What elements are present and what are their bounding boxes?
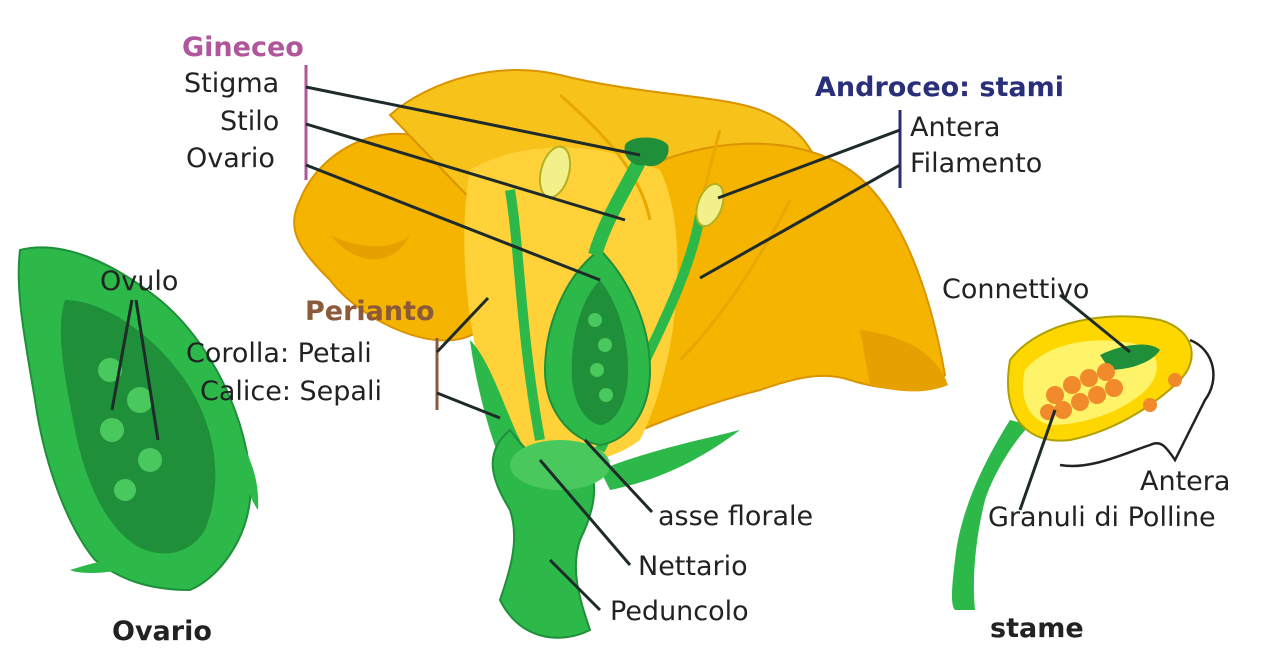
antera-label: Antera [910,112,1000,143]
androceo-title: Androceo: stami [815,72,1064,103]
nettario-label: Nettario [638,551,748,582]
perianto-title: Perianto [305,296,435,327]
peduncolo-label: Peduncolo [610,596,749,627]
ovule [114,479,136,501]
connettivo-label: Connettivo [942,274,1089,305]
ovule [590,363,604,377]
ovule [588,313,602,327]
stame-detail [952,295,1213,610]
stame-caption: stame [990,613,1084,644]
stame-antera-label: Antera [1140,466,1230,497]
gineceo-title: Gineceo [182,32,304,63]
filamento-label: Filamento [910,148,1042,179]
ovule [599,388,613,402]
ovule [100,418,124,442]
ovule [598,338,612,352]
granuli-label: Granuli di Polline [988,502,1216,533]
ovario-detail [19,247,259,590]
stigma-label: Stigma [184,68,279,99]
ovario-caption: Ovario [112,616,212,647]
ovule [138,448,162,472]
asse-florale-label: asse florale [658,501,813,532]
calice-label: Calice: Sepali [200,376,382,407]
corolla-label: Corolla: Petali [186,338,372,369]
stilo-label: Stilo [220,106,279,137]
ovulo-label: Ovulo [100,266,178,297]
ovario-label: Ovario [186,143,275,174]
